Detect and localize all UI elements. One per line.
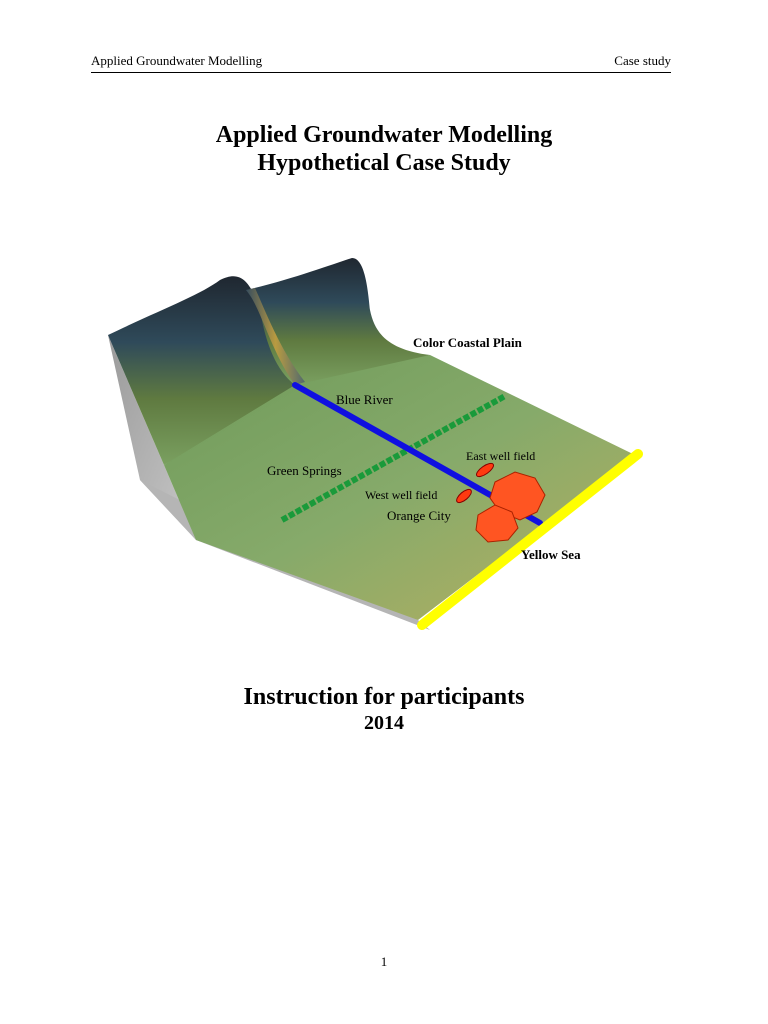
river-valley-gap	[246, 288, 305, 385]
west-well-field-marker	[456, 488, 472, 504]
orange-city-polygon	[489, 471, 546, 521]
label-color-coastal-plain: Color Coastal Plain	[413, 335, 523, 350]
page-number: 1	[380, 954, 388, 969]
east-well-field-marker	[475, 462, 495, 478]
case-study-illustration: Color Coastal Plain Blue River Green Spr…	[108, 258, 643, 630]
label-west-well-field: West well field	[365, 488, 437, 502]
running-header: Applied Groundwater Modelling Case study	[91, 52, 671, 73]
terrain-side-wall	[108, 335, 196, 540]
label-blue-river: Blue River	[336, 392, 393, 407]
right-ridge	[246, 258, 430, 385]
left-ridge	[108, 276, 295, 465]
header-right-text: Case study	[614, 53, 671, 68]
green-springs-line	[280, 393, 507, 523]
instruction-heading: Instruction for participants	[243, 684, 525, 710]
label-yellow-sea: Yellow Sea	[521, 547, 581, 562]
document-title-line2: Hypothetical Case Study	[257, 150, 511, 176]
label-orange-city: Orange City	[387, 508, 451, 523]
label-east-well-field: East well field	[466, 449, 535, 463]
yellow-sea-line	[417, 449, 643, 630]
coastal-plain-surface	[164, 355, 635, 620]
document-title-line1: Applied Groundwater Modelling	[215, 122, 553, 148]
label-green-springs: Green Springs	[267, 463, 342, 478]
header-left-text: Applied Groundwater Modelling	[91, 53, 263, 68]
orange-city-polygon-small	[475, 504, 519, 543]
year-label: 2014	[364, 712, 404, 734]
